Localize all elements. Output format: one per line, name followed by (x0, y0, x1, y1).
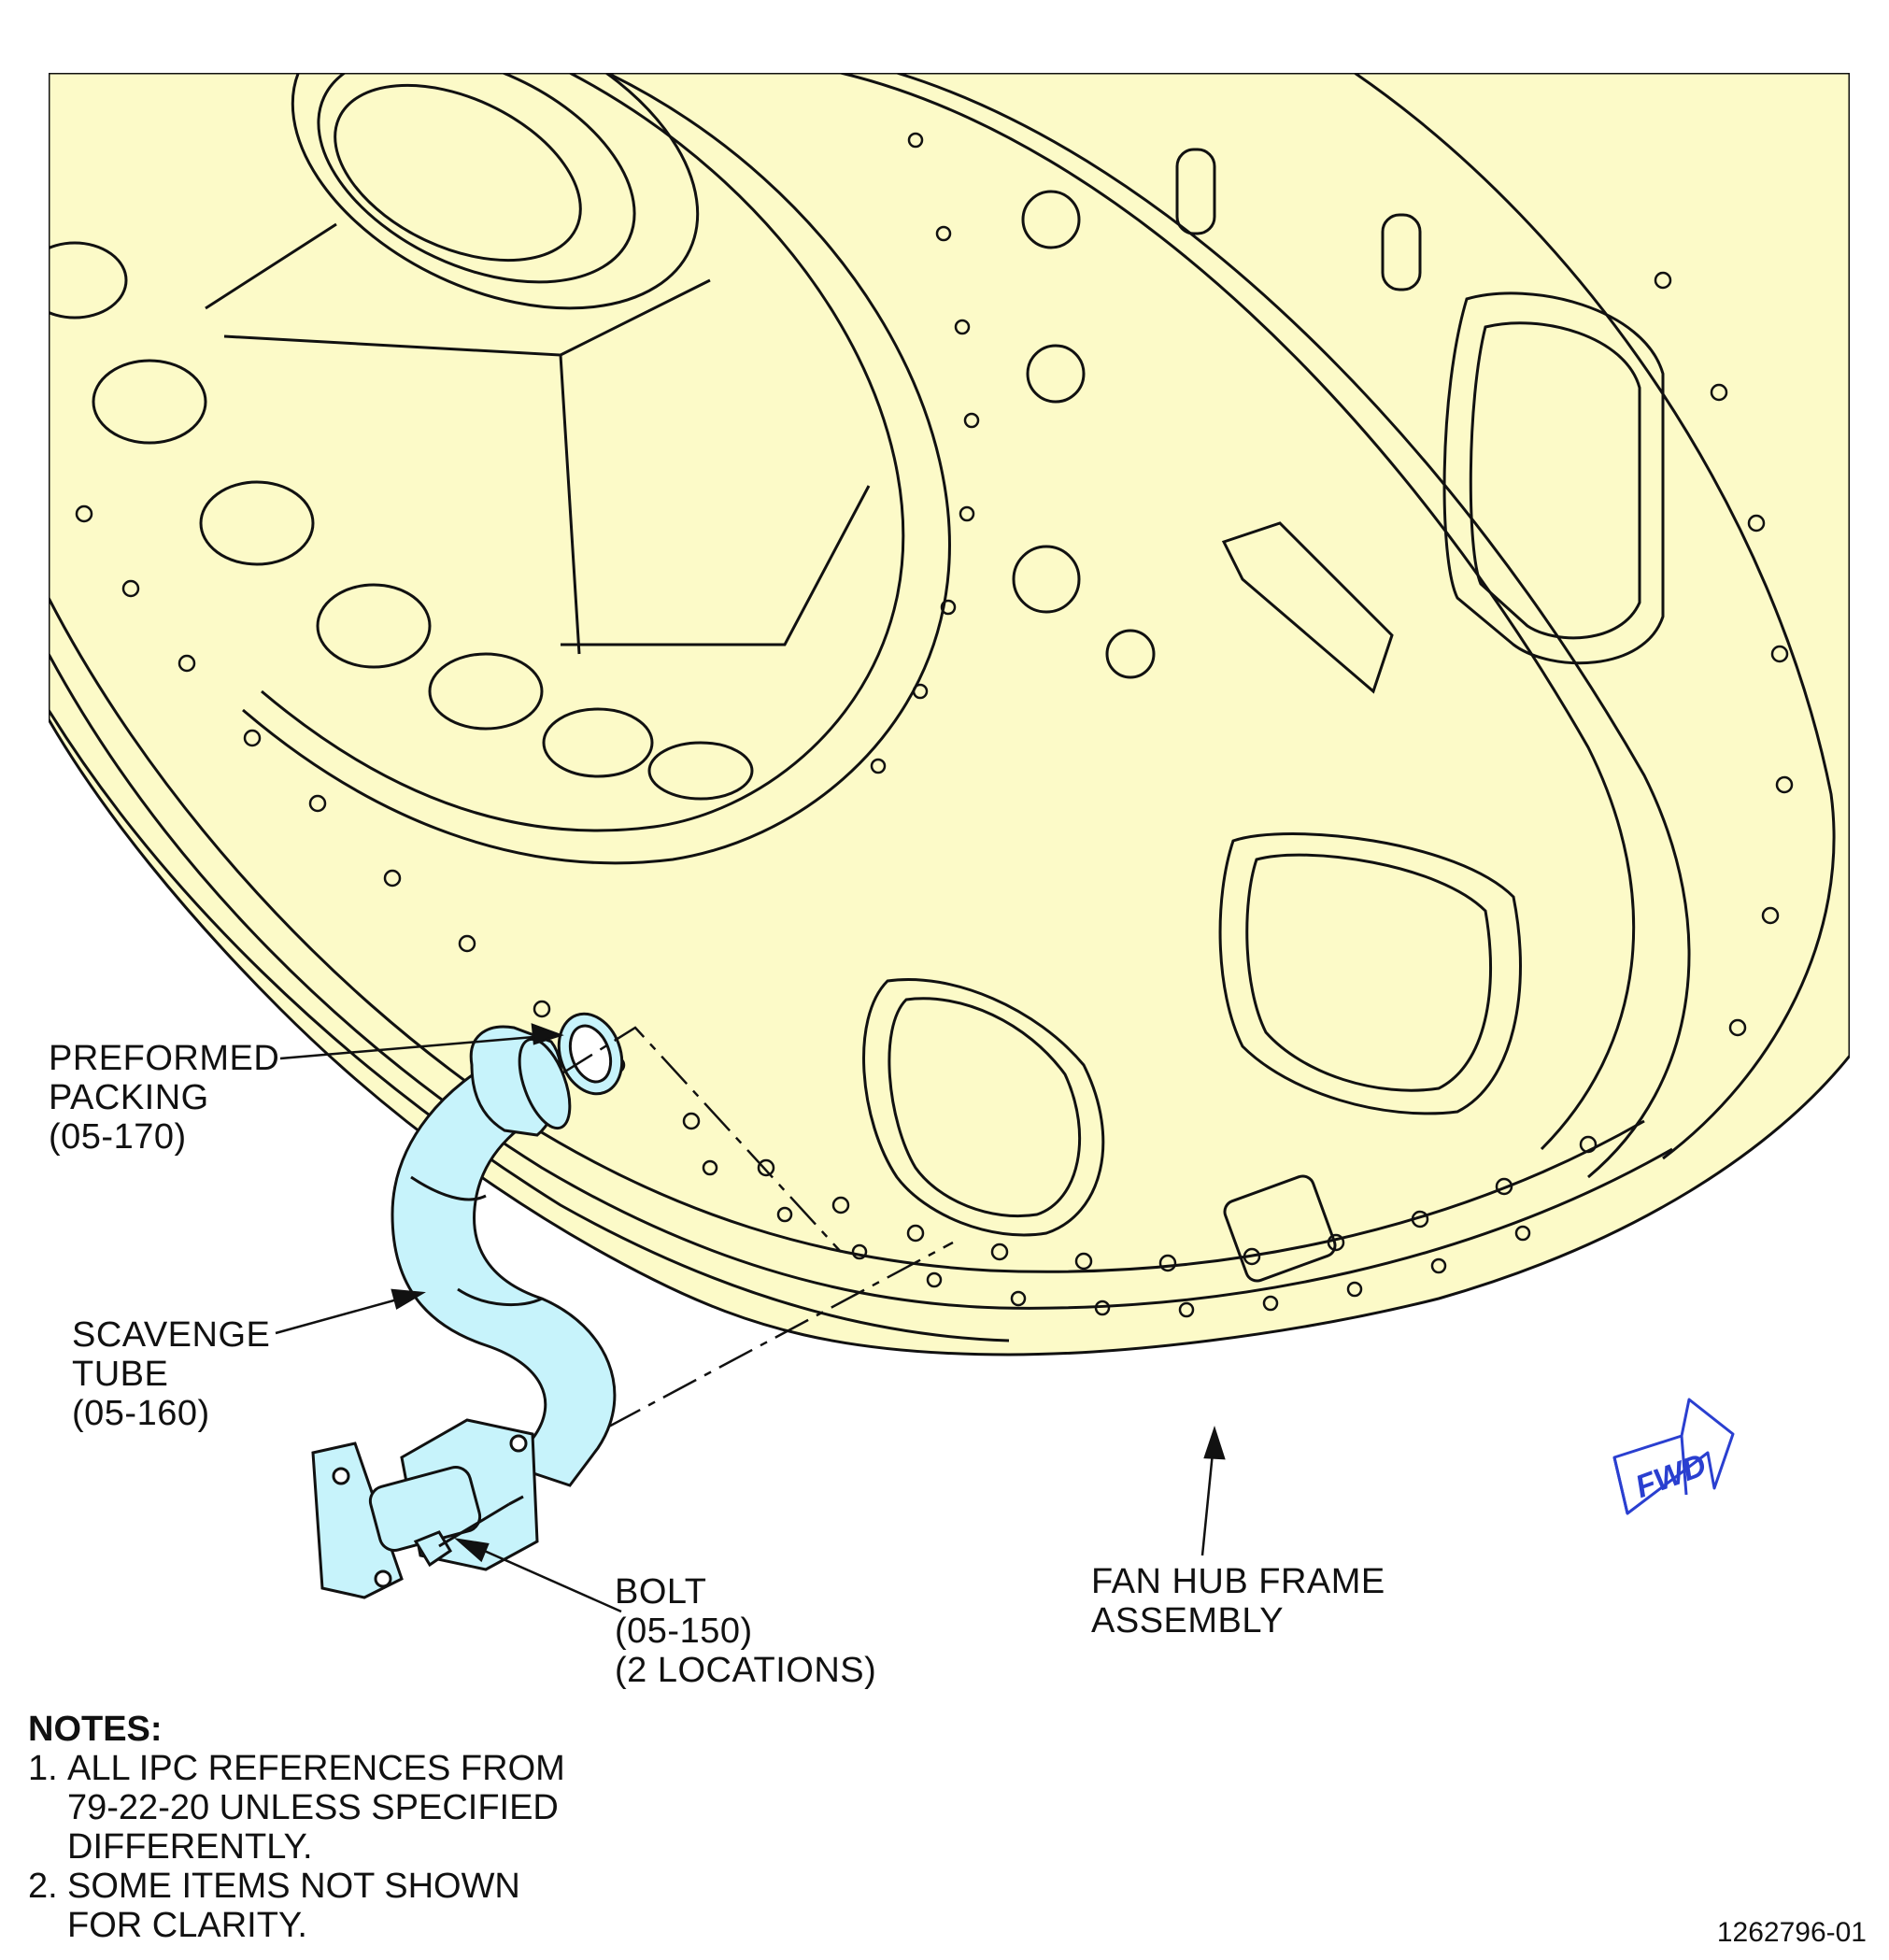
frame-body (49, 73, 1850, 1356)
callout-line: SCAVENGE (72, 1315, 271, 1355)
callout-preformed-packing: PREFORMED PACKING (05-170) (49, 1039, 279, 1157)
callout-line: PACKING (49, 1078, 209, 1117)
notes-block: NOTES: 1. ALL IPC REFERENCES FROM 79-22-… (28, 1710, 590, 1945)
note-number: 1. (28, 1749, 58, 1788)
callout-scavenge-tube: SCAVENGE TUBE (05-160) (72, 1315, 270, 1433)
notes-list: 1. ALL IPC REFERENCES FROM 79-22-20 UNLE… (28, 1749, 590, 1945)
callout-line: ASSEMBLY (1091, 1601, 1285, 1640)
preformed-packing (557, 1012, 624, 1096)
callout-fan-hub-frame: FAN HUB FRAME ASSEMBLY (1091, 1562, 1385, 1640)
callout-line: FAN HUB FRAME (1091, 1562, 1385, 1601)
fan-hub-frame (49, 73, 1850, 1356)
port-row (49, 241, 754, 801)
callout-line: PREFORMED (49, 1039, 280, 1078)
notes-title: NOTES: (28, 1710, 163, 1749)
figure-id: 1262796-01 (1716, 1917, 1867, 1948)
callout-bolt: BOLT (05-150) (2 LOCATIONS) (615, 1572, 876, 1690)
callout-line: (05-150) (615, 1612, 753, 1651)
callout-line: (05-170) (49, 1117, 187, 1157)
note-number: 2. (28, 1867, 58, 1906)
scavenge-tube (311, 1025, 617, 1599)
note-text: SOME ITEMS NOT SHOWN FOR CLARITY. (67, 1867, 520, 1945)
mounting-pads (1012, 148, 1422, 1283)
note-item: 2. SOME ITEMS NOT SHOWN FOR CLARITY. (28, 1867, 590, 1945)
callout-line: BOLT (615, 1572, 707, 1612)
bolt-heads (413, 1495, 524, 1568)
note-text: ALL IPC REFERENCES FROM 79-22-20 UNLESS … (67, 1749, 565, 1867)
callout-line: (2 LOCATIONS) (615, 1651, 877, 1690)
callout-line: TUBE (72, 1355, 169, 1394)
leader-lines (275, 1023, 1226, 1613)
assembly-centerlines (550, 1026, 954, 1459)
frame-windows (862, 291, 1665, 1237)
fwd-arrow-icon: FWD (1612, 1398, 1735, 1515)
note-item: 1. ALL IPC REFERENCES FROM 79-22-20 UNLE… (28, 1749, 590, 1867)
callout-line: (05-160) (72, 1394, 210, 1433)
rim-bolt-holes (75, 132, 1794, 1318)
